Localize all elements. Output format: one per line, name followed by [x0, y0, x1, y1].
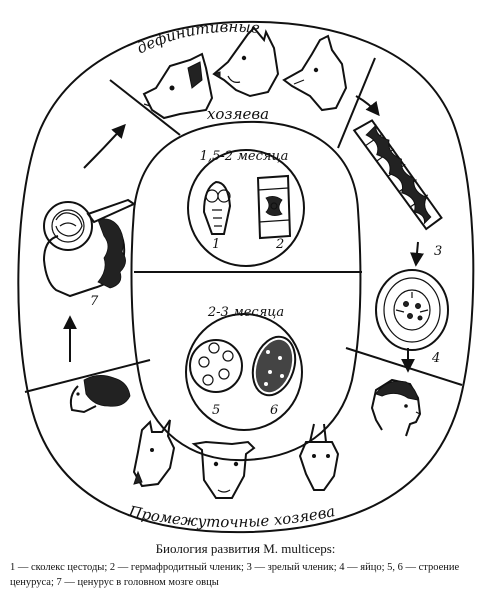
caption-text: 1 — сколекс цестоды; 2 — гермафродитный …: [10, 562, 460, 588]
egg-drawing: [375, 269, 449, 351]
definitive-hosts-label: дефинитивные: [134, 18, 261, 58]
definitive-hosts-label-2: хозяева: [207, 105, 269, 123]
stage-number-3: 3: [434, 244, 442, 259]
scolex-drawing: [202, 180, 232, 235]
coenurus-structure-drawing: [189, 339, 243, 393]
stage-circle-top: [187, 149, 305, 267]
sheep-icon: [69, 375, 131, 414]
stage-number-5: 5: [212, 403, 220, 418]
divider-bottom-right: [345, 347, 463, 386]
coenurus-bladder-drawing: [251, 335, 297, 397]
stage-number-7: 7: [90, 294, 99, 309]
hermaphrodite-proglottid-drawing: [256, 174, 292, 240]
caption-title: Биология развития M. multiceps:: [155, 541, 336, 556]
antelope-icon: [298, 423, 340, 491]
divider-bottom-left: [24, 359, 151, 393]
arrow-to-definitive: [83, 123, 126, 169]
stage-number-2: 2: [275, 237, 284, 252]
human-head-icon: [370, 378, 422, 437]
life-cycle-diagram: дефинитивные хозяева Промежуточные хозяе…: [17, 18, 475, 534]
dog-head-icon: [142, 52, 214, 120]
stage-number-1: 1: [212, 237, 220, 252]
arrow-to-proglottid: [355, 95, 380, 117]
goat-icon: [132, 419, 176, 488]
period-label-bottom: 2-3 месяца: [207, 305, 284, 320]
stage-circle-bottom: [185, 313, 303, 431]
divider-top-left: [109, 79, 181, 136]
wolf-head-icon: [212, 26, 280, 98]
divider-top-right: [337, 57, 376, 149]
stage-number-4: 4: [431, 351, 440, 366]
sheep-brain-drawing: [42, 198, 137, 298]
mature-proglottid-drawing: [352, 119, 443, 231]
stage-number-6: 6: [270, 403, 278, 418]
arrow-to-egg: [410, 241, 424, 267]
inner-oval: [130, 120, 362, 462]
outer-ring: [17, 20, 475, 534]
period-label-top: 1,5-2 месяца: [200, 149, 289, 164]
cow-icon: [191, 440, 256, 499]
fox-head-icon: [282, 34, 348, 112]
